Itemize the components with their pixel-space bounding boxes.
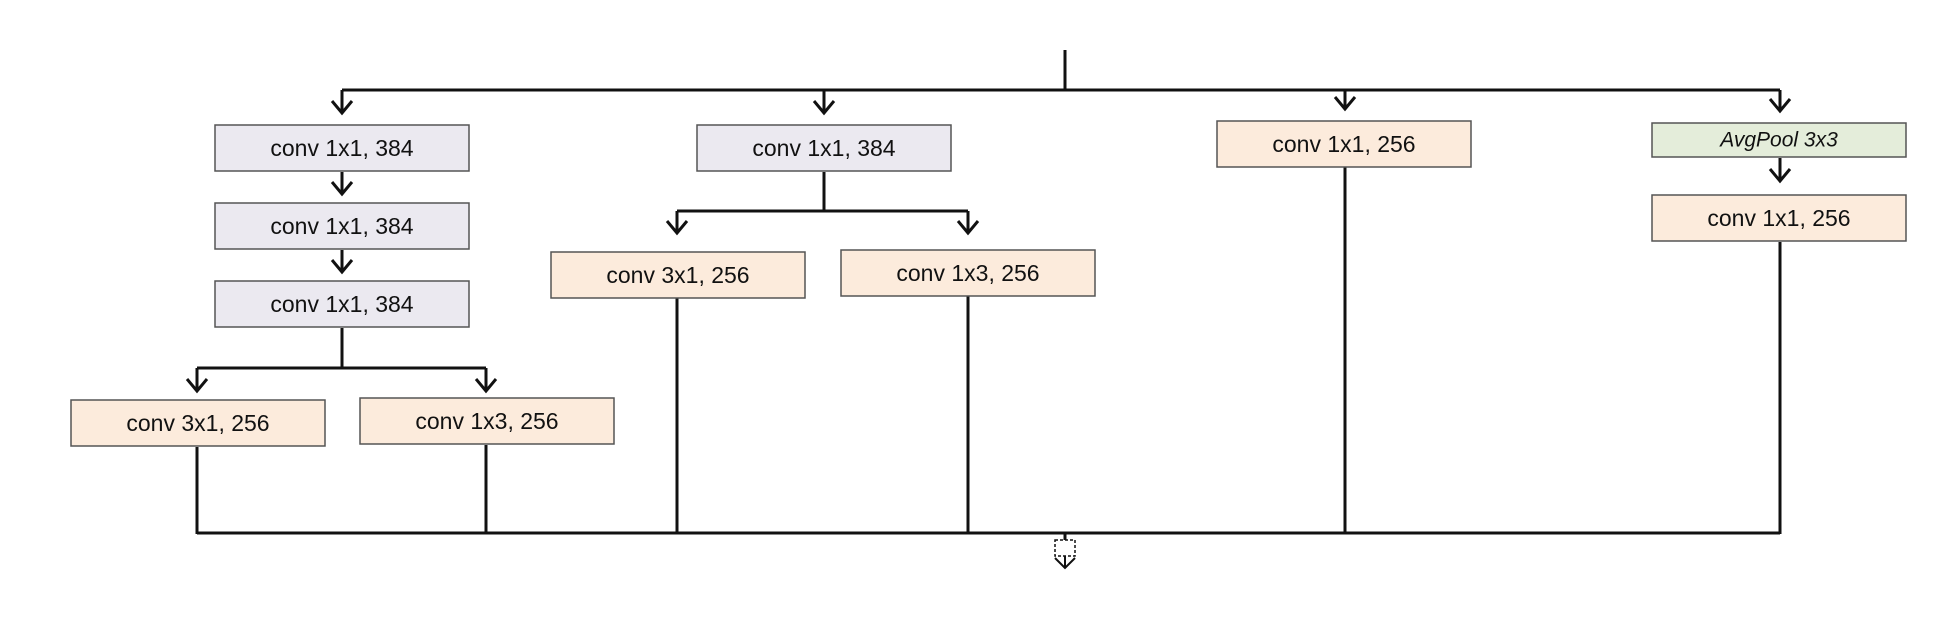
conv-box bbox=[696, 124, 952, 172]
branch2-conv-1x1: conv 1x1, 384 bbox=[696, 124, 952, 172]
connectors bbox=[195, 50, 1782, 540]
branch4-conv-1x1: conv 1x1, 256 bbox=[1651, 194, 1907, 242]
branch-1: conv 1x1, 384 conv 1x1, 384 conv 1x1, 38… bbox=[70, 124, 615, 447]
branch-4: AvgPool 3x3 conv 1x1, 256 bbox=[1651, 122, 1907, 242]
conv-label: conv 1x3, 256 bbox=[896, 260, 1039, 286]
conv-box bbox=[1651, 194, 1907, 242]
conv-label: conv 1x1, 384 bbox=[752, 135, 895, 161]
branch1-conv-1x1-b: conv 1x1, 384 bbox=[214, 202, 470, 250]
branch1-conv-1x1-c: conv 1x1, 384 bbox=[214, 280, 470, 328]
conv-box bbox=[214, 124, 470, 172]
arrow-down-icon bbox=[330, 100, 354, 116]
arrow-down-icon bbox=[474, 378, 498, 394]
pool-box bbox=[1651, 122, 1907, 158]
branch2-conv-3x1: conv 3x1, 256 bbox=[550, 251, 806, 299]
branch2-conv-1x3: conv 1x3, 256 bbox=[840, 249, 1096, 297]
conv-box bbox=[1216, 120, 1472, 168]
concat-icon bbox=[1054, 539, 1076, 570]
conv-label: conv 1x1, 384 bbox=[270, 135, 413, 161]
conv-label: conv 1x1, 384 bbox=[270, 291, 413, 317]
conv-label: conv 1x1, 256 bbox=[1272, 131, 1415, 157]
conv-box bbox=[550, 251, 806, 299]
conv-label: conv 3x1, 256 bbox=[606, 262, 749, 288]
conv-box bbox=[70, 399, 326, 447]
arrow-down-icon bbox=[185, 378, 209, 394]
branch3-conv-1x1: conv 1x1, 256 bbox=[1216, 120, 1472, 168]
pool-label: AvgPool 3x3 bbox=[1718, 129, 1838, 152]
branch1-conv-3x1: conv 3x1, 256 bbox=[70, 399, 326, 447]
branch-3: conv 1x1, 256 bbox=[1216, 120, 1472, 168]
branch1-conv-1x1-a: conv 1x1, 384 bbox=[214, 124, 470, 172]
branch1-conv-1x3: conv 1x3, 256 bbox=[359, 397, 615, 445]
arrow-down-icon bbox=[812, 100, 836, 116]
conv-box bbox=[214, 202, 470, 250]
arrowheads bbox=[185, 96, 1792, 394]
conv-label: conv 1x3, 256 bbox=[415, 408, 558, 434]
arrow-down-icon bbox=[1333, 96, 1357, 112]
arrow-down-icon bbox=[1768, 168, 1792, 184]
arrow-down-icon bbox=[330, 259, 354, 275]
branch4-avgpool: AvgPool 3x3 bbox=[1651, 122, 1907, 158]
branch-2: conv 1x1, 384 conv 3x1, 256 conv 1x3, 25… bbox=[550, 124, 1096, 299]
arrow-down-icon bbox=[330, 181, 354, 197]
conv-box bbox=[359, 397, 615, 445]
conv-label: conv 1x1, 256 bbox=[1707, 205, 1850, 231]
arrow-down-icon bbox=[665, 220, 689, 236]
arrow-down-icon bbox=[1768, 98, 1792, 114]
conv-box bbox=[214, 280, 470, 328]
arrow-down-icon bbox=[956, 220, 980, 236]
conv-label: conv 1x1, 384 bbox=[270, 213, 413, 239]
conv-label: conv 3x1, 256 bbox=[126, 410, 269, 436]
conv-box bbox=[840, 249, 1096, 297]
